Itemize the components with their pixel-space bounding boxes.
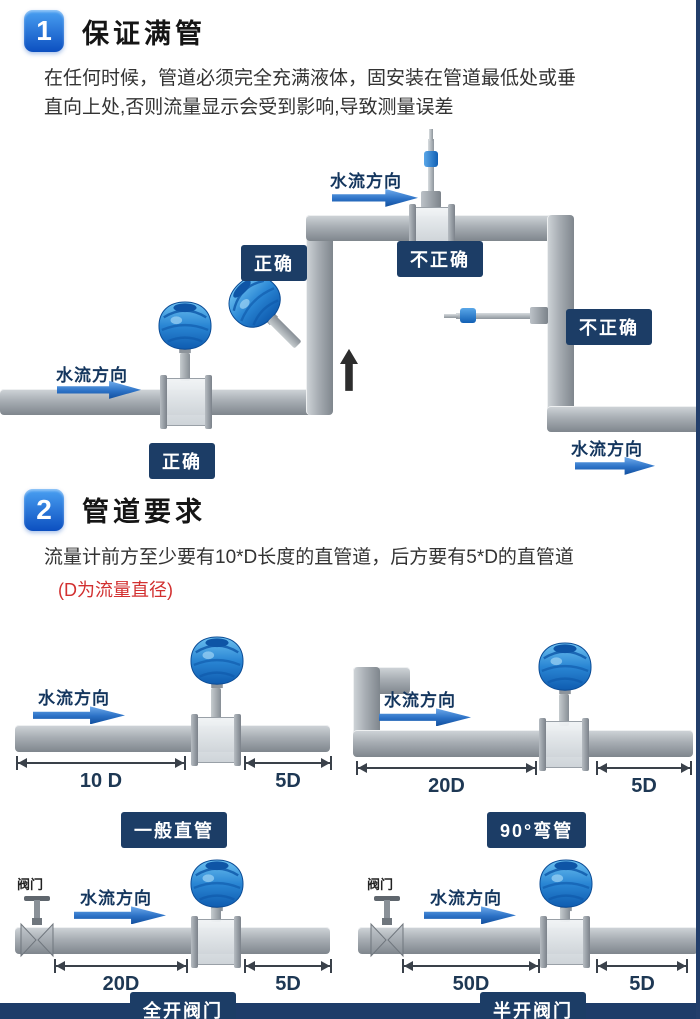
diagram-caption: 一般直管: [121, 812, 227, 849]
dimension-label-front: 20D: [428, 775, 465, 798]
full-pipe-diagram: 水流方向 不正确 正确 不正确 水流方向 正确 水流方向: [0, 128, 696, 481]
flowmeter-body: [191, 714, 241, 767]
flow-direction-label-right: 水流方向: [571, 439, 643, 459]
probe-tip: [429, 128, 433, 141]
pipe-segment: [358, 927, 696, 955]
correct-tag-bottom: 正确: [149, 442, 215, 479]
flowmeter-stem: [559, 694, 569, 727]
section-2-note: (D为流量直径): [58, 580, 173, 601]
diagram-caption: 半开阀门: [480, 992, 586, 1019]
correct-tag-riser: 正确: [241, 244, 307, 281]
diagram-row-1: 水流方向 10 D 5D 一般直管 水流方向 20D 5D 90°弯管: [0, 622, 696, 849]
section-2-number-badge: 2: [24, 488, 64, 531]
flowmeter-body: [160, 374, 212, 429]
valve-icon: [370, 896, 404, 957]
flowmeter-body: [540, 916, 590, 969]
valve-label: 阀门: [17, 877, 44, 893]
section-1-title: 保证满管: [82, 18, 206, 49]
flowmeter-body: [539, 718, 589, 772]
up-arrow-icon: [340, 348, 358, 391]
diagram-half-valve: 阀门 水流方向 50D 5D 半开阀门: [348, 844, 696, 1019]
flow-direction-label-top: 水流方向: [330, 171, 402, 191]
flow-direction-label: 水流方向: [384, 691, 456, 711]
flowmeter-icon: [538, 859, 594, 913]
section-2-title: 管道要求: [82, 497, 206, 528]
flow-direction-label: 水流方向: [80, 889, 152, 909]
dimension-label-front: 20D: [102, 973, 140, 996]
dimension-line-back: [244, 756, 332, 771]
diagram-caption: 90°弯管: [487, 812, 587, 849]
probe-tip: [444, 313, 458, 318]
incorrect-tag-right: 不正确: [566, 308, 652, 345]
flowmeter-icon: [189, 636, 245, 690]
section-1-body-line2: 直向上处,否则流量显示会受到影响,导致测量误差: [44, 97, 454, 119]
probe-nut: [530, 306, 548, 324]
flowmeter-icon: [189, 859, 245, 913]
pipe-segment: [15, 927, 330, 955]
pipe-bottom-right: [547, 405, 696, 432]
diagram-elbow-pipe: 水流方向 20D 5D 90°弯管: [348, 622, 696, 849]
diagram-row-2: 阀门 水流方向 20D 5D 全开阀门 阀门 水流方向 50D 5D: [0, 844, 696, 1019]
section-2-body: 流量计前方至少要有10*D长度的直管道，后方要有5*D的直管道: [44, 546, 574, 568]
footer-bar: [0, 1003, 696, 1019]
diagram-straight-pipe: 水流方向 10 D 5D 一般直管: [0, 622, 348, 849]
flow-direction-label: 水流方向: [38, 689, 110, 709]
diagram-caption: 全开阀门: [130, 992, 236, 1019]
dimension-line-back: [596, 959, 688, 974]
valve-icon: [20, 896, 54, 957]
flowmeter-stem: [180, 352, 190, 381]
flowmeter-stem: [211, 688, 221, 721]
valve-label: 阀门: [367, 877, 394, 893]
dimension-line-front: [16, 756, 186, 771]
section-1-number-badge: 1: [24, 10, 64, 52]
probe-nut: [421, 190, 441, 208]
flowmeter-stem: [211, 908, 221, 923]
diagram-open-valve: 阀门 水流方向 20D 5D 全开阀门: [0, 844, 348, 1019]
dimension-label-front: 50D: [452, 973, 490, 996]
flowmeter-stem: [267, 314, 302, 349]
section-1-header: 1 保证满管: [0, 0, 696, 52]
dimension-label-back: 5D: [275, 973, 301, 996]
dimension-line-front: [356, 761, 537, 776]
flowmeter-icon: [157, 300, 213, 355]
probe-blue-band: [460, 307, 476, 323]
flowmeter-icon: [537, 642, 593, 696]
section-1-body: 在任何时候，管道必须完全充满液体，固安装在管道最低处或垂 直向上处,否则流量显示…: [44, 64, 670, 123]
flow-direction-label: 水流方向: [430, 889, 502, 909]
dimension-label-back: 5D: [629, 973, 655, 996]
section-2-header: 2 管道要求: [0, 488, 696, 531]
section-1-body-line1: 在任何时候，管道必须完全充满液体，固安装在管道最低处或垂: [44, 68, 577, 89]
flowmeter-body: [191, 916, 241, 969]
flowmeter-stem: [560, 908, 570, 923]
dimension-line-back: [596, 761, 692, 776]
dimension-line-back: [244, 959, 332, 974]
dimension-line-front: [54, 959, 188, 974]
pipe-segment: [353, 730, 693, 758]
dimension-label-back: 5D: [631, 775, 657, 798]
flow-direction-label-left: 水流方向: [56, 365, 128, 385]
probe-rod: [456, 312, 548, 319]
probe-blue-band: [424, 150, 438, 167]
dimension-label-back: 5D: [275, 770, 301, 793]
pipe-segment: [15, 725, 330, 753]
dimension-label-front: 10 D: [79, 770, 123, 793]
incorrect-tag-top: 不正确: [397, 240, 483, 277]
pipe-riser: [306, 214, 333, 415]
dimension-line-front: [402, 959, 540, 974]
